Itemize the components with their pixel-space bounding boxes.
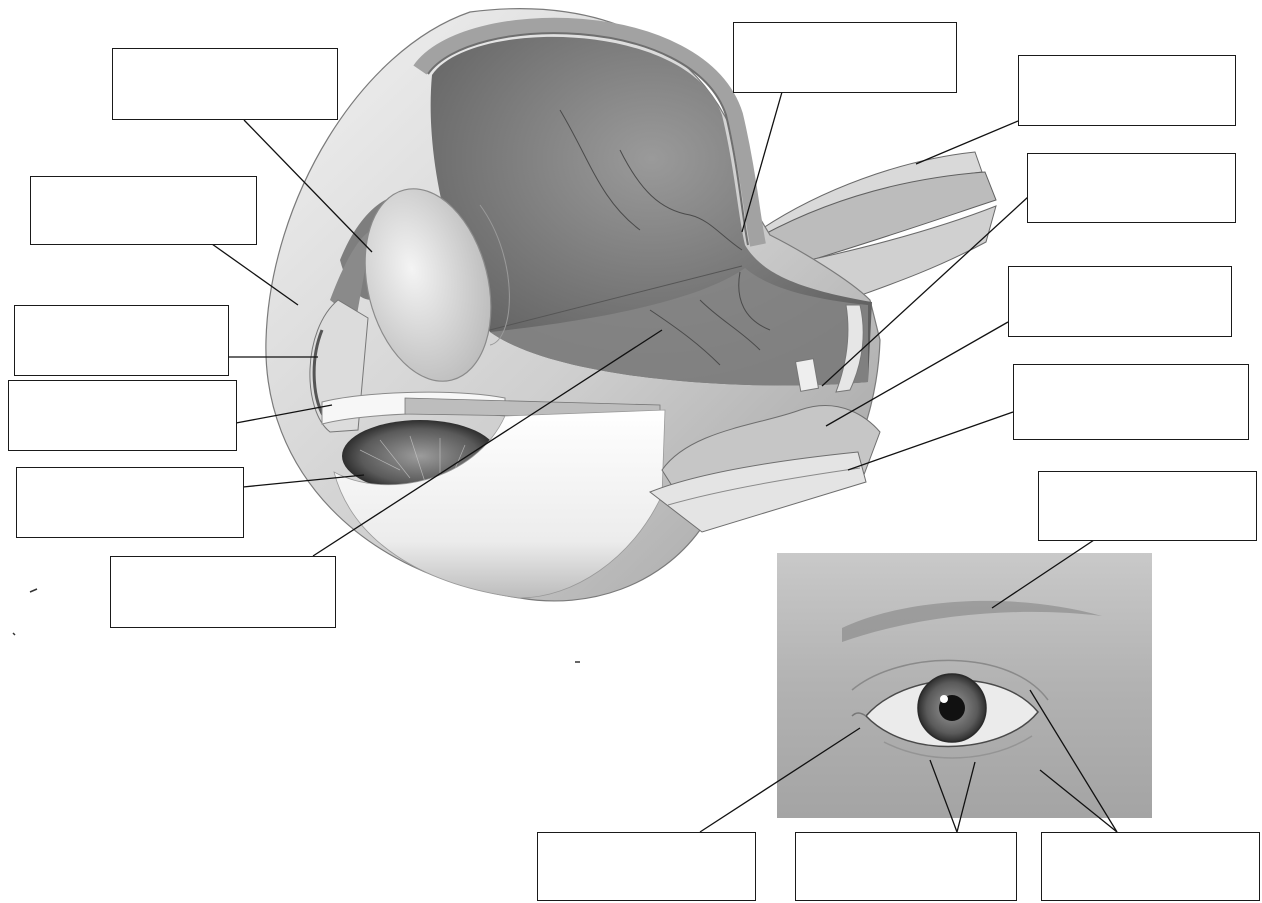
label-box-12 [1038,471,1257,541]
label-box-3 [14,305,229,376]
label-box-11 [1013,364,1249,440]
label-box-13 [537,832,756,901]
eye-highlight [940,695,948,703]
label-box-6 [110,556,336,628]
label-box-15 [1041,832,1260,901]
label-box-4 [8,380,237,451]
label-box-10 [1008,266,1232,337]
eye-photo-inset [777,553,1152,818]
label-box-1 [112,48,338,120]
label-box-8 [1018,55,1236,126]
eyeball-cross-section [266,9,996,601]
label-box-5 [16,467,244,538]
label-box-14 [795,832,1017,901]
label-box-9 [1027,153,1236,223]
label-box-2 [30,176,257,245]
label-box-7 [733,22,957,93]
